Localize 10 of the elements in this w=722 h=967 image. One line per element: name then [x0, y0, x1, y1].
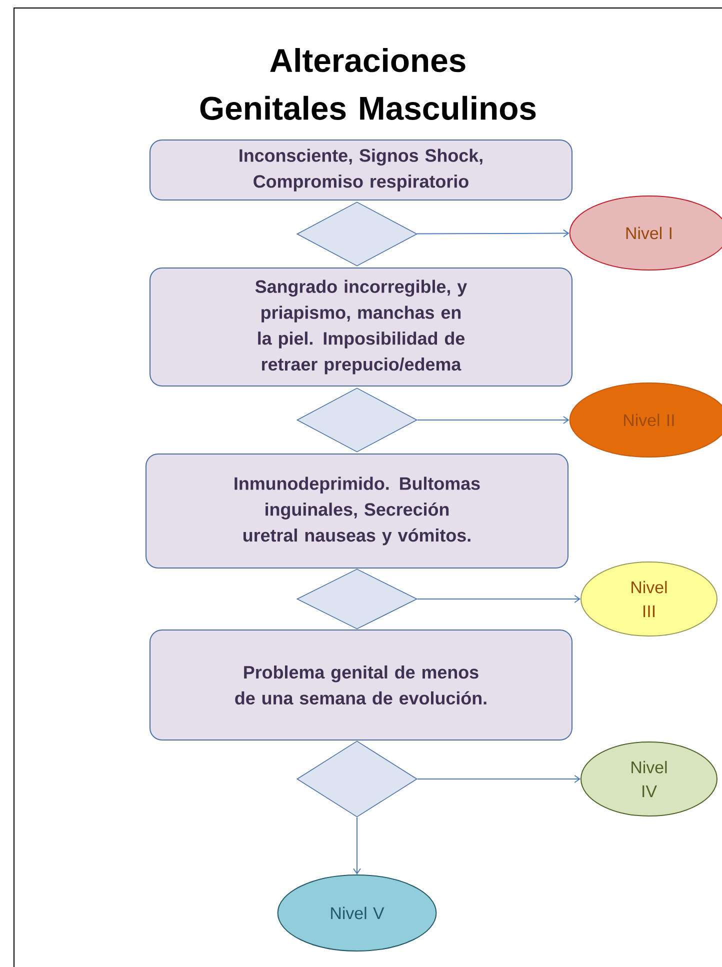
process-box: Sangrado incorregible, y priapismo, manchas en la piel. Imposibilidad de retraer prepucio/edema	[150, 268, 572, 386]
arrow	[353, 816, 361, 874]
process-box: Inmunodeprimido. Bultomas inguinales, Secreción uretral nauseas y vómitos.	[146, 454, 568, 568]
arrow	[416, 416, 570, 424]
process-box: Problema genital de menos de una semana de evolución.	[150, 630, 572, 740]
process-box: Inconsciente, Signos Shock, Compromiso respiratorio	[150, 140, 572, 200]
arrow	[416, 229, 570, 238]
arrow	[416, 775, 580, 783]
arrow	[416, 595, 580, 603]
title: Alteraciones Genitales Masculinos	[200, 48, 536, 120]
